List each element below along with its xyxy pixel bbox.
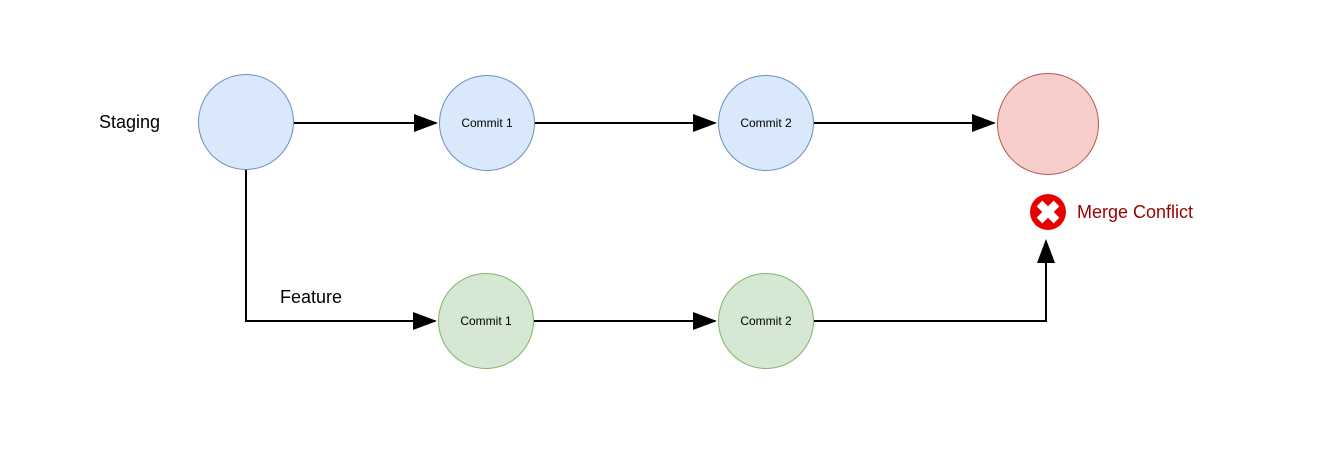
feature-commit-1-node: Commit 1 [438,273,534,369]
staging-commit-2-node: Commit 2 [718,75,814,171]
staging-commit-2-label: Commit 2 [740,116,792,130]
feature-branch-label: Feature [280,287,343,307]
arrow-branch-to-feature-commit1 [245,170,437,330]
staging-start-node [198,74,294,170]
staging-branch-label: Staging [99,112,161,132]
error-x-icon [1030,194,1066,230]
staging-commit-1-label: Commit 1 [461,116,513,130]
feature-commit-2-node: Commit 2 [718,273,814,369]
staging-commit-1-node: Commit 1 [439,75,535,171]
feature-commit-1-label: Commit 1 [460,314,512,328]
staging-merge-result-node [997,73,1099,175]
arrow-feature-commit2-to-conflict [814,239,1055,322]
feature-commit-2-label: Commit 2 [740,314,792,328]
merge-conflict-label: Merge Conflict [1077,202,1194,222]
